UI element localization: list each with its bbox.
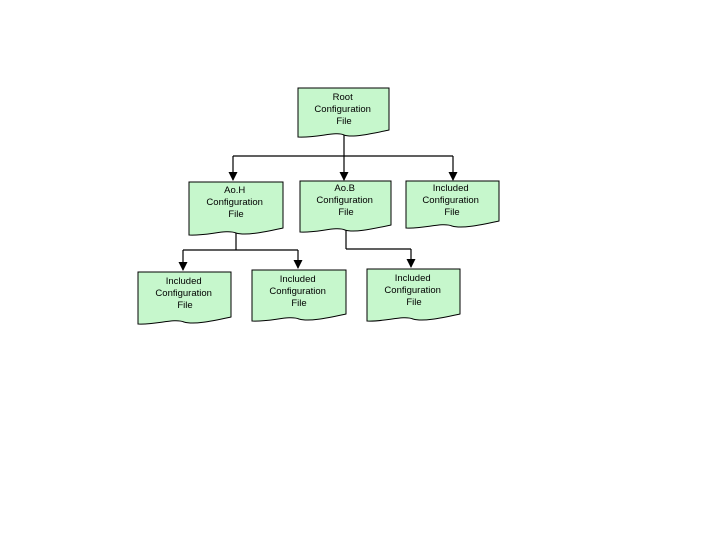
aoh-config-file-node: Ao.H Configuration File xyxy=(188,181,284,236)
root-doc-shape xyxy=(297,87,390,138)
svg-text:Included Configuration: Included Configuration File xyxy=(384,273,443,308)
root-label-line-2: Configuration xyxy=(314,104,371,115)
included-aoh-left-doc-shape xyxy=(137,271,232,325)
included-aob-label-line-2: Configuration xyxy=(384,285,441,296)
included-top-label-line-3: File xyxy=(444,207,459,218)
included-aoh-right-doc-shape xyxy=(251,269,347,322)
aob-config-file-node: Ao.B Configuration File xyxy=(299,180,392,233)
included-top-label-line-2: Configuration xyxy=(422,195,479,206)
root-config-file-node: Root Configuration File xyxy=(297,87,390,138)
included-aob-label-line-1: Included xyxy=(395,273,431,284)
connectors-aoh xyxy=(178,232,303,271)
included-aob-doc-shape xyxy=(366,268,461,322)
included-aoh-right-label-line-3: File xyxy=(291,298,306,309)
svg-text:Included Configuration: Included Configuration File xyxy=(155,276,214,311)
included-top-label-line-1: Included xyxy=(433,183,469,194)
connectors-aob xyxy=(345,229,416,268)
aob-label-line-3: File xyxy=(338,207,353,218)
included-config-file-node-aoh-right: Included Configuration File xyxy=(251,269,347,322)
aoh-label-line-1: Ao.H xyxy=(224,185,245,196)
svg-text:Included Configuration: Included Configuration File xyxy=(422,183,481,218)
included-config-file-node-aoh-left: Included Configuration File xyxy=(137,271,232,325)
included-aoh-left-label-line-1: Included xyxy=(166,276,202,287)
root-label-line-3: File xyxy=(336,116,351,127)
connectors-root xyxy=(228,134,458,181)
aob-doc-shape xyxy=(299,180,392,233)
aoh-label-line-3: File xyxy=(228,209,243,220)
svg-text:Included Configuration: Included Configuration File xyxy=(269,274,328,309)
aoh-doc-shape xyxy=(188,181,284,236)
included-aoh-left-label-line-3: File xyxy=(177,300,192,311)
included-top-doc-shape xyxy=(405,180,500,229)
aob-label-line-1: Ao.B xyxy=(334,183,355,194)
aob-label-line-2: Configuration xyxy=(316,195,373,206)
included-config-file-node-aob: Included Configuration File xyxy=(366,268,461,322)
svg-text:Ao.H Configuration: Ao.H Configuration File xyxy=(206,185,265,220)
aoh-label-line-2: Configuration xyxy=(206,197,263,208)
included-aoh-left-label-line-2: Configuration xyxy=(155,288,212,299)
svg-text:Root Configuration: Root Configuration File xyxy=(314,92,373,127)
included-aob-label-line-3: File xyxy=(406,297,421,308)
included-aoh-right-label-line-2: Configuration xyxy=(269,286,326,297)
svg-text:Ao.B Configuration: Ao.B Configuration File xyxy=(316,183,375,218)
root-label-line-1: Root xyxy=(333,92,353,103)
included-config-file-node-top: Included Configuration File xyxy=(405,180,500,229)
included-aoh-right-label-line-1: Included xyxy=(280,274,316,285)
